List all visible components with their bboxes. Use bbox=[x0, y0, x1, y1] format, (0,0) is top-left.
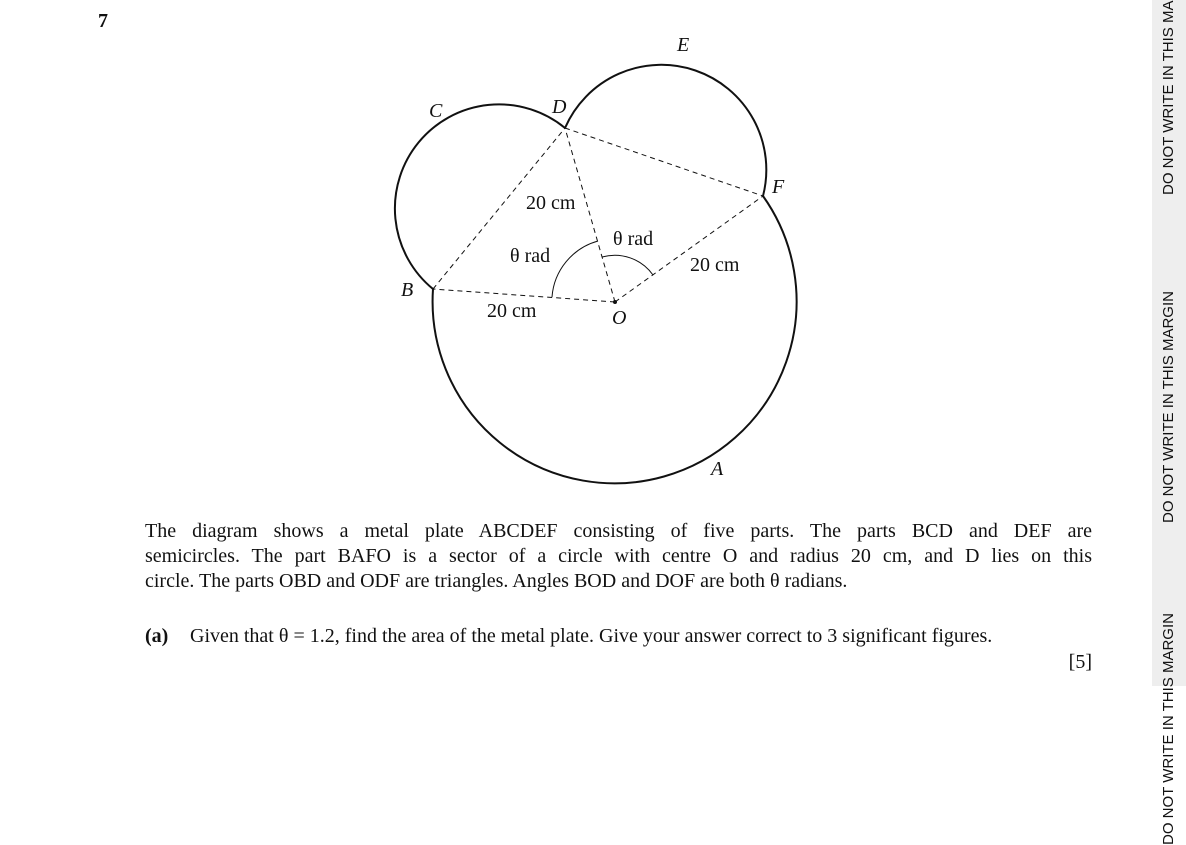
metal-plate-diagram: A B C D E F O 20 cm 20 cm 20 cm θ rad θ … bbox=[393, 34, 798, 485]
description-line: The diagram shows a metal plate ABCDEF c… bbox=[145, 520, 1092, 542]
margin-warning: DO NOT WRITE IN THIS MARGIN bbox=[1160, 291, 1177, 523]
label-B: B bbox=[401, 279, 413, 301]
line-DF bbox=[564, 127, 764, 197]
length-label-OB: 20 cm bbox=[487, 300, 537, 322]
angle-arc-BOD bbox=[551, 240, 599, 298]
question-description: The diagram shows a metal plate ABCDEF c… bbox=[145, 519, 1092, 594]
label-D: D bbox=[551, 96, 567, 118]
angle-arc-DOF bbox=[601, 254, 654, 276]
line-OF bbox=[614, 195, 764, 303]
label-F: F bbox=[771, 176, 785, 198]
description-line: circle. The parts OBD and ODF are triang… bbox=[145, 570, 848, 592]
line-OB bbox=[432, 288, 616, 303]
label-O: O bbox=[612, 307, 626, 329]
line-OD bbox=[564, 127, 616, 303]
margin-warning: DO NOT WRITE IN THIS MARGIN bbox=[1160, 0, 1177, 195]
angle-label-BOD: θ rad bbox=[510, 245, 550, 267]
question-number: 7 bbox=[98, 10, 108, 32]
length-label-OD: 20 cm bbox=[526, 192, 576, 214]
line-BD bbox=[432, 127, 566, 290]
centre-point-O bbox=[613, 300, 617, 304]
label-C: C bbox=[429, 100, 443, 122]
part-a-label: (a) bbox=[145, 625, 169, 647]
part-a: (a) Given that θ = 1.2, find the area of… bbox=[145, 623, 1092, 673]
semicircle-DEF bbox=[564, 63, 768, 197]
sector-arc-BAF bbox=[431, 195, 798, 485]
label-E: E bbox=[676, 34, 689, 56]
angle-label-DOF: θ rad bbox=[613, 228, 653, 250]
margin-strip bbox=[1152, 0, 1186, 686]
part-a-marks: [5] bbox=[1068, 651, 1092, 673]
label-A: A bbox=[709, 458, 724, 480]
semicircle-BCD bbox=[393, 103, 566, 290]
margin-warning: DO NOT WRITE IN THIS MARGIN bbox=[1160, 613, 1177, 845]
length-label-OF: 20 cm bbox=[690, 254, 740, 276]
description-line: semicircles. The part BAFO is a sector o… bbox=[145, 545, 1092, 567]
part-a-text: Given that θ = 1.2, find the area of the… bbox=[190, 625, 993, 647]
